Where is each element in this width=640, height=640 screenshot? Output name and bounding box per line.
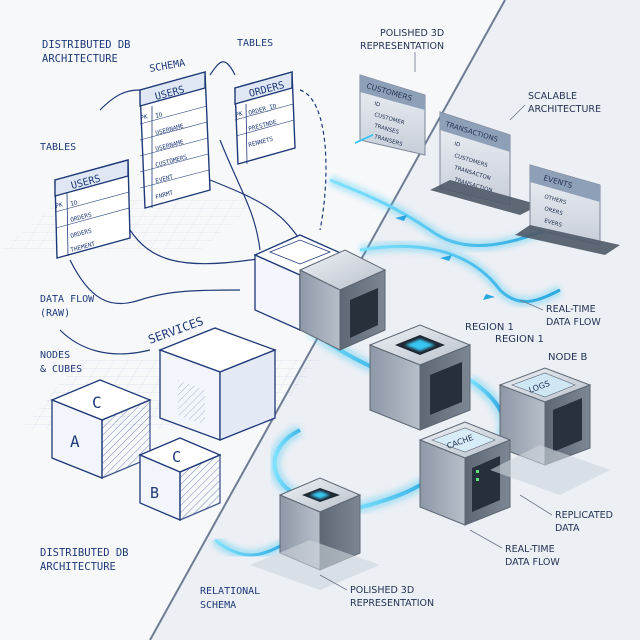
sketch-cube-c xyxy=(50,379,152,479)
platform xyxy=(250,540,380,590)
region-label-1: REGION 1 xyxy=(465,322,514,333)
sketch-tables-label-left: TABLES xyxy=(40,142,76,153)
cube-letter: C xyxy=(172,448,181,466)
polished-table-events: EVENTS OTHERS ORERS EVERS xyxy=(515,164,620,255)
polished-label-top: POLISHED 3D xyxy=(380,28,444,39)
polished-label-top: REPRESENTATION xyxy=(360,41,444,52)
realtime-label-1: REAL-TIME xyxy=(546,304,596,315)
server-node-top xyxy=(298,133,387,351)
sketch-title-top: ARCHITECTURE xyxy=(42,53,118,65)
polished-table-transactions: TRANSACTIONS ID CUSTOMERS TRANSACTON TRA… xyxy=(430,111,540,215)
sketch-cube-b xyxy=(138,437,222,521)
cube-letter: C xyxy=(92,393,102,412)
realtime-label-2: REAL-TIME xyxy=(505,544,555,555)
sketch-users-main-row: FNRMT xyxy=(155,189,175,201)
sketch-relational-label: RELATIONAL xyxy=(200,586,260,597)
polished-side: CUSTOMERS ID CUSTOMER TRANSES TRANSERS T… xyxy=(211,28,620,609)
sketch-tables-label-top: TABLES xyxy=(237,38,273,49)
server-node-region xyxy=(368,324,472,431)
sketch-users-main-pk: PK xyxy=(140,113,149,122)
sketch-flow-lines xyxy=(59,61,327,355)
region-label-2: REGION 1 xyxy=(495,334,544,345)
sketch-users-main-row: ID xyxy=(155,111,164,120)
sketch-users-left-row: ID xyxy=(70,199,79,208)
sketch-title-bottom: ARCHITECTURE xyxy=(40,561,116,573)
sketch-orders-pk: PK xyxy=(235,110,244,119)
sketch-users-main-row: EVENT xyxy=(155,173,175,185)
server-node-cache: CACHE xyxy=(418,421,512,526)
sketch-table-users-left: USERS PK ID ORDERS ORDERS THEMENT xyxy=(54,159,131,259)
events-row: ORERS xyxy=(543,206,563,217)
node-b-label: NODE B xyxy=(548,352,588,363)
platform xyxy=(490,445,610,495)
polished-label-bottom: REPRESENTATION xyxy=(350,598,434,609)
cube-letter: A xyxy=(70,432,80,451)
cube-letter: B xyxy=(150,484,159,502)
replicated-label: DATA xyxy=(555,523,580,534)
scalable-label: ARCHITECTURE xyxy=(528,104,601,115)
sketch-users-left-pk: PK xyxy=(55,201,64,210)
sketch-title-top: DISTRIBUTED DB xyxy=(42,39,131,51)
events-row: EVERS xyxy=(543,218,562,229)
sketch-title-bottom: DISTRIBUTED DB xyxy=(40,547,129,559)
sketch-cube-services xyxy=(158,327,277,441)
sketch-relational-label: SCHEMA xyxy=(200,600,236,611)
sketch-data-flow-label: DATA FLOW xyxy=(40,294,95,305)
leader-lines xyxy=(319,52,553,591)
scalable-label: SCALABLE xyxy=(528,91,577,102)
sketch-side: USERS PK ID USERNAME USERNAME CUSTOMERS … xyxy=(0,38,347,611)
realtime-label-1: DATA FLOW xyxy=(546,317,601,328)
sketch-data-flow-label: (RAW) xyxy=(40,308,70,319)
polished-background xyxy=(150,0,640,640)
polished-label-bottom: POLISHED 3D xyxy=(350,585,414,596)
server-node-logs: LOGS xyxy=(498,367,592,466)
transactions-row: ID xyxy=(453,141,460,148)
sketch-table-orders: ORDERS PK ORDER_ID PRESTNDE RENNETS xyxy=(234,71,296,165)
realtime-label-2: DATA FLOW xyxy=(505,557,560,568)
polished-table-customers: CUSTOMERS ID CUSTOMER TRANSES TRANSERS xyxy=(359,74,426,156)
replicated-label: REPLICATED xyxy=(555,510,613,521)
sketch-nodes-label: NODES xyxy=(40,350,70,361)
sketch-table-users-main: USERS PK ID USERNAME USERNAME CUSTOMERS … xyxy=(139,71,211,209)
customers-row: ID xyxy=(373,101,380,108)
sketch-nodes-label: & CUBES xyxy=(40,364,82,375)
